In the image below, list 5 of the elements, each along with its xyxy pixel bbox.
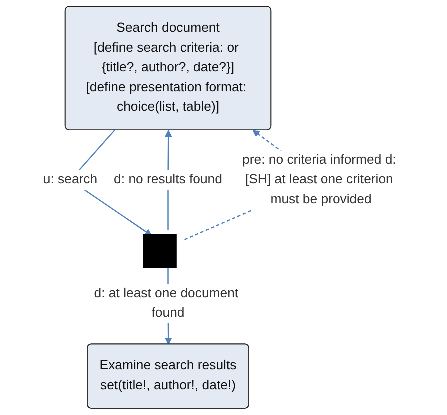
edge-label: d: at least one document found [94,286,239,320]
edge-label: d: no results found [114,172,222,187]
edge-label: pre: no criteria informed d: [SH] at least one criterion must be provided [242,153,396,207]
node-box [143,234,177,268]
edge-label: u: search [43,172,98,187]
